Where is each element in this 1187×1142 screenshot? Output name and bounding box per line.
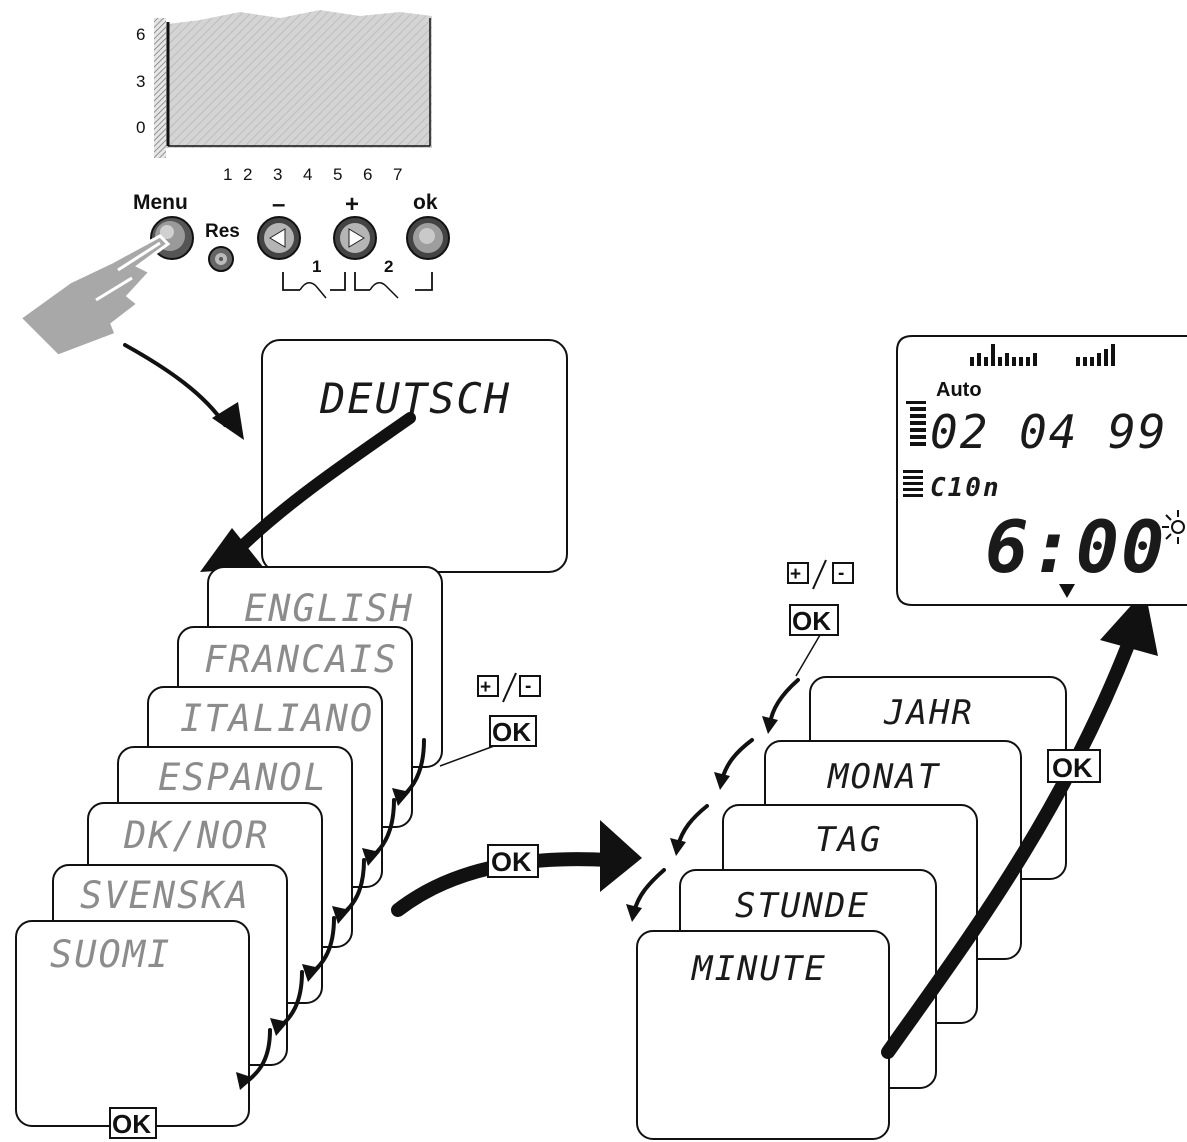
minus-key-1 bbox=[519, 675, 541, 697]
minus-button[interactable] bbox=[257, 216, 301, 260]
group1-label: 1 bbox=[312, 257, 321, 276]
ok-key-2 bbox=[789, 604, 839, 636]
flow-arrow-4-head bbox=[1100, 590, 1158, 656]
ok-key-middle: OK bbox=[487, 844, 539, 878]
final-display-frame bbox=[896, 335, 1187, 606]
slash-divider-1 bbox=[502, 672, 517, 703]
language-francais: FRANCAIS bbox=[204, 638, 398, 681]
y-tick-0: 0 bbox=[136, 118, 145, 137]
res-label: Res bbox=[205, 221, 240, 242]
language-stack: ENGLISH FRANCAIS ITALIANO ESPANOL DK/NOR… bbox=[15, 566, 443, 1127]
flow-arrow-2-head bbox=[200, 528, 264, 572]
bar-display: 6 3 0 1 2 3 4 5 6 7 bbox=[136, 10, 432, 184]
language-svenska: SVENSKA bbox=[80, 874, 250, 917]
level-bars-icon-1 bbox=[906, 401, 926, 446]
down-triangle-icon bbox=[1059, 584, 1075, 598]
bar-display-edge bbox=[154, 18, 166, 158]
language-italiano: ITALIANO bbox=[180, 697, 374, 740]
final-channel: C10n bbox=[930, 473, 1001, 503]
plus-label: + bbox=[345, 191, 359, 218]
svg-text:+: + bbox=[480, 677, 491, 698]
hand-press-icon-1 bbox=[299, 282, 327, 299]
datetime-minute: MINUTE bbox=[691, 949, 827, 989]
final-display: Auto 02 04 99 C10n 6:00 bbox=[896, 335, 1187, 606]
pointing-hand-icon bbox=[17, 234, 171, 358]
svg-text:OK: OK bbox=[492, 717, 531, 747]
plus-key-1 bbox=[477, 675, 499, 697]
flow-arrow-1 bbox=[123, 343, 227, 427]
slash-divider-2 bbox=[812, 559, 827, 590]
x-tick-3: 3 bbox=[273, 165, 282, 184]
datetime-jahr: JAHR bbox=[883, 693, 974, 733]
svg-text:OK: OK bbox=[491, 847, 532, 877]
group2-label: 2 bbox=[384, 257, 393, 276]
language-card-suomi: SUOMI bbox=[15, 920, 250, 1127]
group1-bracket bbox=[282, 272, 346, 291]
plus-minus-ok-keys-2: + - OK bbox=[787, 559, 854, 677]
datetime-tag: TAG bbox=[815, 820, 882, 860]
minus-key-2 bbox=[832, 562, 854, 584]
final-date: 02 04 99 bbox=[930, 405, 1168, 459]
flow-arrow-4 bbox=[881, 633, 1137, 1059]
x-tick-5: 5 bbox=[333, 165, 342, 184]
plus-key-2 bbox=[787, 562, 809, 584]
minus-label: – bbox=[272, 191, 285, 218]
language-english: ENGLISH bbox=[244, 587, 414, 630]
button-row: Menu Res – + ok bbox=[133, 191, 450, 299]
datetime-stunde: STUNDE bbox=[735, 886, 870, 926]
leader-line-1 bbox=[439, 745, 495, 767]
datetime-stack: JAHR MONAT TAG STUNDE MINUTE bbox=[626, 676, 1067, 1140]
level-bars-icon-2 bbox=[903, 470, 923, 497]
menu-label: Menu bbox=[133, 191, 188, 214]
language-espanol: ESPANOL bbox=[158, 756, 328, 799]
ok-key-right: OK bbox=[1047, 749, 1101, 783]
sun-icon bbox=[1162, 510, 1185, 544]
flow-arrow-1-head bbox=[212, 402, 244, 440]
svg-text:OK: OK bbox=[792, 606, 831, 636]
mode-auto: Auto bbox=[936, 379, 982, 401]
ok-button[interactable] bbox=[406, 216, 450, 260]
x-tick-2: 2 bbox=[243, 165, 252, 184]
group2-bracket bbox=[354, 272, 433, 291]
dt-step-arrow-1 bbox=[768, 678, 800, 726]
y-tick-3: 3 bbox=[136, 72, 145, 91]
bar-display-panel bbox=[160, 10, 432, 148]
plus-button[interactable] bbox=[333, 216, 377, 260]
x-tick-7: 7 bbox=[393, 165, 402, 184]
x-tick-4: 4 bbox=[303, 165, 312, 184]
datetime-monat: MONAT bbox=[827, 757, 941, 797]
datetime-card-minute: MINUTE bbox=[636, 930, 890, 1140]
svg-text:OK: OK bbox=[1052, 753, 1093, 783]
ok-key-suomi-text: OK bbox=[112, 1109, 151, 1139]
final-time: 6:00 bbox=[985, 505, 1166, 589]
dt-step-arrow-2 bbox=[720, 738, 754, 782]
ok-key-1 bbox=[489, 715, 537, 747]
x-tick-6: 6 bbox=[363, 165, 372, 184]
leader-line-2 bbox=[795, 634, 821, 677]
svg-text:-: - bbox=[838, 563, 844, 584]
ok-label: ok bbox=[413, 191, 438, 214]
deutsch-screen: DEUTSCH bbox=[261, 339, 568, 573]
res-button[interactable] bbox=[208, 246, 234, 272]
dt-step-arrow-4 bbox=[632, 868, 666, 914]
language-dknor: DK/NOR bbox=[123, 814, 270, 857]
language-suomi: SUOMI bbox=[50, 933, 171, 976]
ok-key-suomi: OK bbox=[109, 1107, 157, 1139]
y-tick-6: 6 bbox=[136, 25, 145, 44]
hand-press-icon-2 bbox=[369, 282, 399, 299]
flow-arrow-2 bbox=[234, 412, 416, 554]
right-arrow-icon bbox=[348, 228, 365, 248]
plus-minus-ok-keys-1: + - OK bbox=[439, 672, 541, 767]
flow-arrow-3-head bbox=[600, 820, 642, 892]
signal-bars-icon bbox=[970, 344, 1115, 366]
dt-step-arrow-3 bbox=[676, 804, 709, 848]
svg-text:-: - bbox=[525, 676, 531, 697]
left-arrow-icon bbox=[269, 228, 286, 248]
x-tick-1: 1 bbox=[223, 165, 232, 184]
svg-text:+: + bbox=[790, 564, 801, 585]
